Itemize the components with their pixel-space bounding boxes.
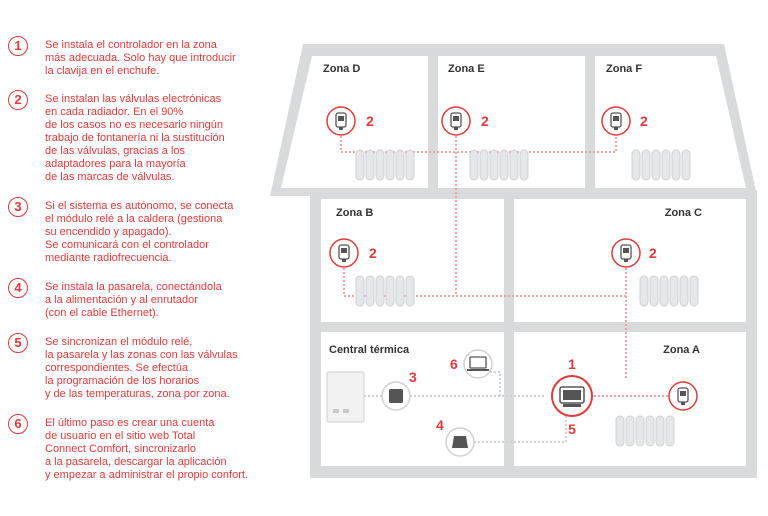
- radio-connections: [340, 136, 668, 397]
- gateway-number: 4: [436, 417, 444, 433]
- valve-icon: [441, 106, 471, 136]
- step-text: El último paso es crear una cuenta de us…: [45, 417, 248, 481]
- step-number: 5: [8, 333, 28, 353]
- valve-icon: [611, 238, 641, 268]
- sync-number: 5: [568, 421, 576, 437]
- relay-module-icon: [381, 381, 411, 411]
- web-number: 6: [450, 356, 458, 372]
- zone-b-label: Zona B: [336, 207, 373, 219]
- step-number: 4: [8, 278, 28, 298]
- central-label: Central térmica: [329, 344, 410, 356]
- step-number: 3: [8, 197, 28, 217]
- gateway-icon: [445, 427, 475, 457]
- valve-icon: [601, 106, 631, 136]
- boiler-icon: [326, 371, 365, 423]
- valve-icon: [668, 381, 698, 411]
- zone-f-label: Zona F: [606, 63, 642, 75]
- zone-c-label: Zona C: [665, 207, 702, 219]
- step-text: Se sincronizan el módulo relé, la pasare…: [45, 336, 238, 400]
- valve-number: 2: [640, 113, 648, 129]
- valve-icon: [329, 238, 359, 268]
- step-text: Si el sistema es autónomo, se conecta el…: [45, 200, 234, 264]
- valve-number: 2: [366, 113, 374, 129]
- wired-connections: [364, 371, 567, 443]
- step-text: Se instala la pasarela, conectándola a l…: [45, 281, 222, 319]
- step-number: 2: [8, 90, 28, 110]
- valve-icon: [326, 106, 356, 136]
- zone-e-label: Zona E: [448, 63, 485, 75]
- zone-d-label: Zona D: [323, 63, 360, 75]
- relay-number: 3: [409, 369, 417, 385]
- step-text: Se instalan las válvulas electrónicas en…: [45, 93, 225, 183]
- valve-number: 2: [481, 113, 489, 129]
- step-number: 1: [8, 36, 28, 56]
- valve-number: 2: [649, 245, 657, 261]
- step-text: Se instala el controlador en la zona más…: [45, 39, 236, 77]
- valve-number: 2: [369, 245, 377, 261]
- controller-number: 1: [568, 356, 576, 372]
- controller-icon: [551, 375, 593, 417]
- laptop-icon: [463, 349, 493, 379]
- step-number: 6: [8, 414, 28, 434]
- zone-a-label: Zona A: [663, 344, 700, 356]
